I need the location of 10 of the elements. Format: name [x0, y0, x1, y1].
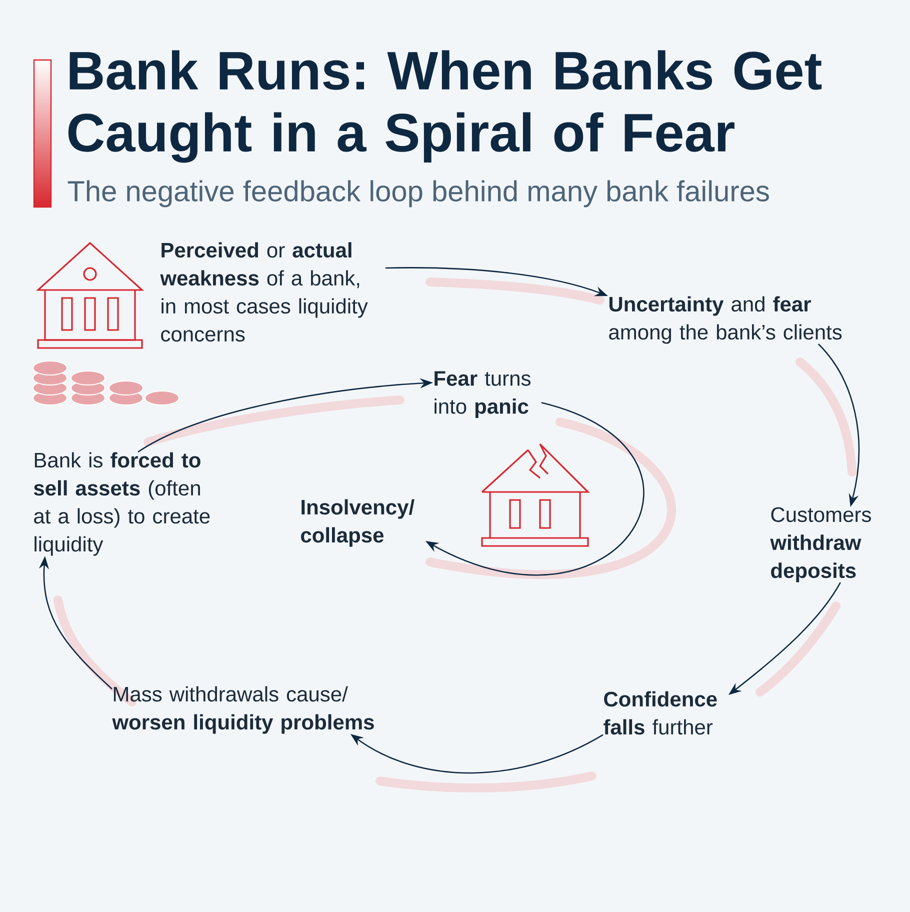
- step-text: Fear turns into panic: [434, 371, 530, 418]
- title: Bank Runs: When Banks Get Caught in a Spiral of Fear: [68, 50, 822, 163]
- step-text: Insolvency/ collapse: [301, 499, 414, 547]
- step-text: Uncertainty and fear among the bank’s clients: [609, 296, 842, 344]
- subtitle: The negative feedback loop behind many bank failures: [68, 180, 769, 208]
- step-text: Mass withdrawals cause/ worsen liquidity problems: [112, 686, 374, 734]
- step-text: Perceived or actual weakness of a bank, in most cases liquidity concerns: [160, 242, 368, 342]
- step-text: Confidence falls further: [604, 691, 717, 735]
- step-text: Bank is forced to sell assets (often at a loss) to create liquidity: [34, 452, 210, 556]
- step-text: Customers withdraw deposits: [770, 507, 871, 582]
